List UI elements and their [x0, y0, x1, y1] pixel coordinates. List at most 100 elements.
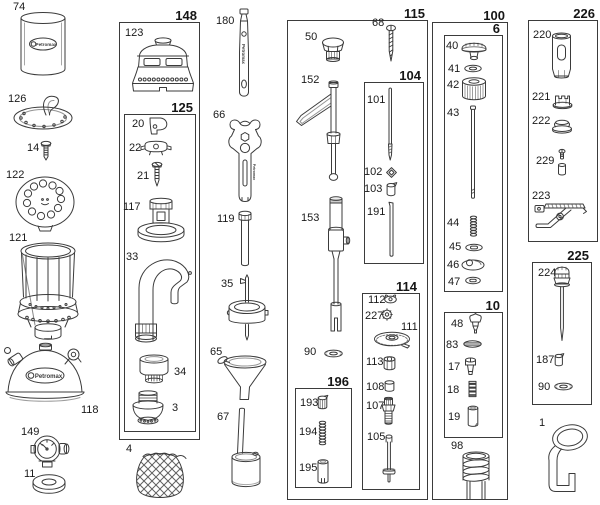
washer-slot-icon: [465, 276, 481, 285]
part-111-label: 111: [401, 321, 418, 333]
part-118-label: 118: [81, 404, 99, 416]
burner-carrier-icon: [136, 197, 186, 243]
sleeve-tiny-icon: [554, 353, 565, 367]
svg-text:Petromax: Petromax: [241, 44, 246, 65]
part-123-label: 123: [125, 27, 144, 39]
washer-flat-icon: [554, 382, 573, 391]
part-83-label: 83: [446, 339, 459, 351]
flange-nut-icon: [551, 119, 573, 134]
part-48-label: 48: [451, 318, 464, 330]
screw-long-icon: [151, 161, 163, 188]
part-44-label: 44: [447, 217, 460, 229]
preheat-cup-pin-icon: [226, 274, 269, 342]
sleeve-ticked-icon: [317, 394, 329, 410]
part-50-label: 50: [305, 31, 318, 43]
coil-spring-small-icon: [318, 420, 327, 446]
part-66-label: 66: [213, 109, 226, 121]
part-74-label: 74: [13, 1, 26, 13]
part-195-label: 195: [299, 462, 318, 474]
cleaning-tool-icon: Petromax: [233, 8, 255, 102]
leather-cup-icon: [461, 257, 485, 271]
vaporizer-tube-icon: [131, 250, 195, 346]
part-191-label: 191: [367, 206, 386, 218]
part-67-label: 67: [217, 411, 230, 423]
part-22-label: 22: [129, 142, 142, 154]
tube-notched-icon: [317, 459, 329, 485]
washer-ribbed-icon: [463, 340, 482, 348]
group-box-125: 125: [124, 101, 196, 432]
valve-plug-icon: [464, 357, 477, 376]
part-117-label: 117: [123, 201, 141, 213]
part-224-label: 224: [538, 267, 557, 279]
part-221-label: 221: [532, 91, 551, 103]
valve-body-rod-icon: [322, 196, 351, 338]
part-11-label: 11: [24, 468, 36, 480]
frame-cage-icon: [15, 240, 81, 340]
rod-long-icon: [387, 201, 396, 259]
group-box-number: 225: [567, 248, 589, 263]
group-box-225: 225: [532, 249, 592, 405]
washer-thick-icon: [32, 473, 66, 494]
part-126-label: 126: [8, 93, 27, 105]
coil-spring-tiny-icon: [469, 215, 478, 237]
part-229-label: 229: [536, 155, 555, 167]
screw-small-icon: [40, 140, 52, 161]
part-68-label: 68: [372, 17, 385, 29]
group-box-148: 148: [119, 9, 200, 440]
group-box-number: 226: [573, 6, 595, 21]
group-box-196: 196: [295, 375, 352, 488]
group-box-number: 10: [485, 298, 500, 313]
part-33-label: 33: [126, 251, 139, 263]
part-101-label: 101: [367, 94, 386, 106]
part-187-label: 187: [536, 354, 555, 366]
part-43-label: 43: [447, 107, 460, 119]
svg-text:Petromax: Petromax: [36, 42, 57, 47]
threaded-fitting-icon: [381, 396, 396, 427]
slotted-sleeve-icon: [550, 32, 573, 82]
perforated-disc-icon: [14, 175, 76, 232]
group-box-104: 104: [364, 69, 424, 264]
group-box-number: 115: [404, 6, 425, 21]
burner-head-icon: [131, 390, 165, 428]
part-18-label: 18: [447, 384, 460, 396]
knurled-wheel-icon: [373, 330, 411, 349]
part-4-label: 4: [126, 443, 133, 455]
part-223-label: 223: [532, 190, 551, 202]
group-box-number: 114: [396, 279, 417, 294]
holder-clip-icon: [147, 116, 169, 136]
group-box-number: 100: [483, 8, 505, 23]
group-box-number: 6: [492, 21, 500, 36]
part-21-label: 21: [137, 170, 150, 182]
part-194-label: 194: [299, 426, 318, 438]
part-121-label: 121: [9, 232, 28, 244]
part-98-label: 98: [451, 440, 464, 452]
part-193-label: 193: [300, 397, 319, 409]
part-17-label: 17: [448, 361, 461, 373]
mantle-icon: [131, 448, 189, 504]
part-108-label: 108: [366, 381, 385, 393]
hood-icon: [130, 36, 196, 98]
wood-screw-icon: [385, 24, 397, 65]
diamond-nut-icon: [386, 167, 397, 178]
needle-spindle-icon: [551, 264, 573, 344]
coil-tube-icon: [459, 450, 493, 500]
needle-icon: [385, 86, 395, 162]
valve-cone-icon: [467, 312, 484, 334]
part-47-label: 47: [448, 276, 461, 288]
part-149-label: 149: [21, 426, 40, 438]
funnel-icon: [216, 351, 268, 403]
svg-text:Petromax: Petromax: [35, 374, 63, 380]
group-box-number: 104: [399, 68, 421, 83]
part-35-label: 35: [221, 278, 234, 290]
sleeve-flap-icon: [386, 182, 398, 197]
part-34-label: 34: [174, 366, 187, 378]
star-nut-icon: [381, 308, 393, 321]
part-1-label: 1: [539, 417, 546, 429]
part-14-label: 14: [27, 142, 40, 154]
part-46-label: 46: [447, 259, 460, 271]
part-152-label: 152: [301, 74, 320, 86]
flame-plate-icon: [12, 92, 74, 130]
group-box-10: 10: [444, 299, 503, 438]
part-40-label: 40: [446, 40, 459, 52]
